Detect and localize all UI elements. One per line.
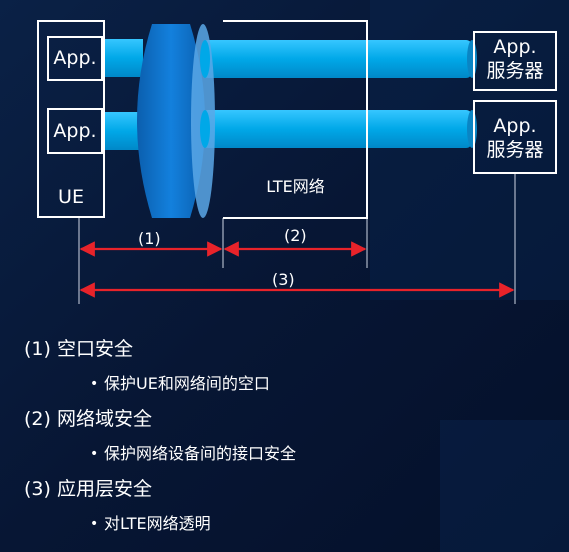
item-2-title: (2) 网络域安全 [24, 408, 152, 430]
lte-network-label: LTE网络 [266, 177, 325, 196]
air-interface-disk [137, 24, 205, 218]
arrow-1-label: (1) [138, 229, 161, 248]
item-1-sub-text: 保护UE和网络间的空口 [104, 374, 270, 393]
item-3-title: (3) 应用层安全 [24, 478, 152, 500]
bullet-icon: • [90, 516, 99, 532]
ue-label: UE [58, 186, 84, 208]
item-3-sub: • 对LTE网络透明 [90, 510, 554, 544]
item-1-sub: • 保护UE和网络间的空口 [90, 370, 554, 404]
server-top-line2: 服务器 [486, 60, 544, 82]
server-bottom-line1: App. [493, 115, 537, 137]
pipe-bottom-right [202, 110, 472, 148]
app-top-box [47, 36, 103, 81]
app-bottom-box [47, 108, 103, 154]
arrow-2-label: (2) [284, 226, 307, 245]
server-bottom-line2: 服务器 [486, 139, 544, 161]
item-3-sub-text: 对LTE网络透明 [104, 514, 211, 533]
arrow-3-label: (3) [272, 270, 295, 289]
app-top-label: App. [53, 47, 97, 69]
ue-box [37, 20, 105, 218]
bg-panel-bottom [440, 420, 569, 552]
server-bottom-box [473, 100, 557, 174]
bullet-icon: • [90, 446, 99, 462]
item-2-sub: • 保护网络设备间的接口安全 [90, 440, 554, 474]
lte-network-box [223, 20, 368, 219]
server-top-box [473, 31, 557, 91]
pipe-bottom-left [103, 112, 143, 150]
item-2-sub-text: 保护网络设备间的接口安全 [104, 444, 297, 463]
disk-pipe-hole-top [200, 40, 210, 78]
item-1-title: (1) 空口安全 [24, 338, 133, 360]
app-bottom-label: App. [53, 120, 97, 142]
server-top-line1: App. [493, 36, 537, 58]
pipe-top-right [202, 40, 472, 78]
pipe-top-left [103, 39, 143, 77]
bullet-icon: • [90, 376, 99, 392]
disk-pipe-hole-bottom [200, 110, 210, 148]
security-list: (1) 空口安全 • 保护UE和网络间的空口 (2) 网络域安全 • 保护网络设备间… [24, 334, 554, 544]
